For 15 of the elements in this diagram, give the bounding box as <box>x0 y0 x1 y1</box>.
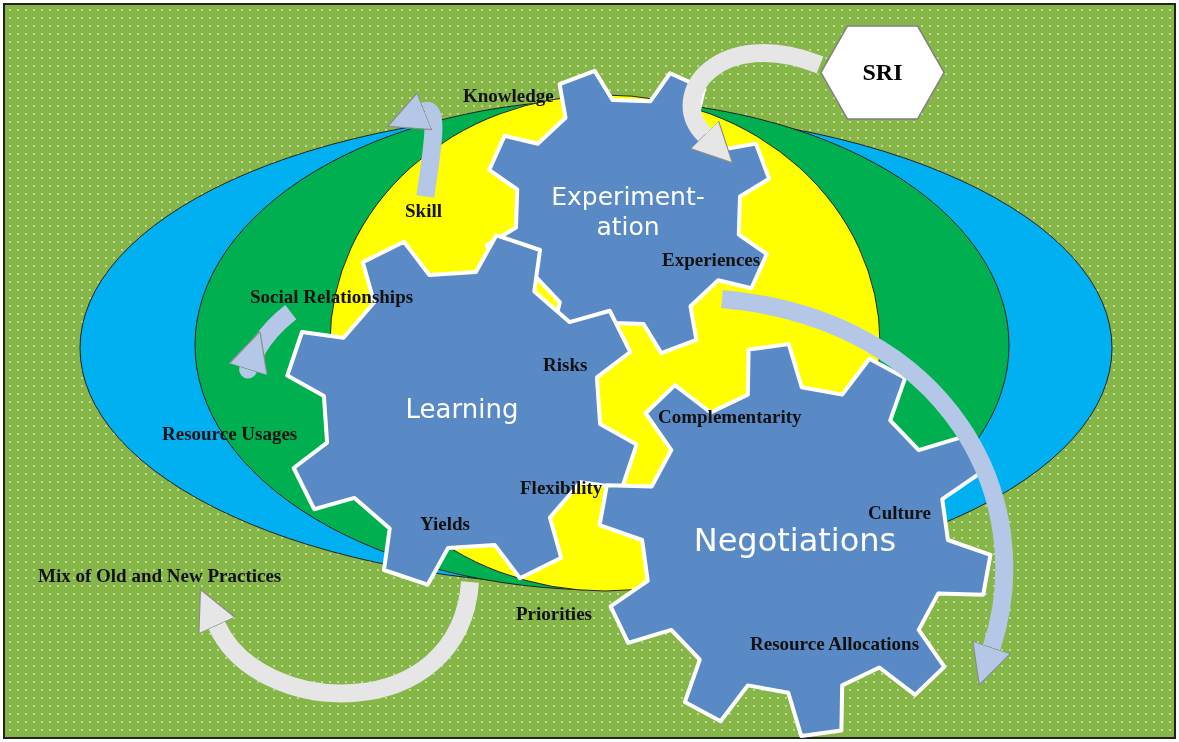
text-label: Risks <box>543 354 588 376</box>
curved-arrow <box>195 580 479 702</box>
concept-label: Knowledge <box>463 84 554 109</box>
concept-label: Social Relationships <box>250 285 414 310</box>
concept-label: Skill <box>405 199 442 224</box>
text-label: Priorities <box>516 603 592 625</box>
hexagon-label: SRI <box>862 59 903 86</box>
curved-arrow <box>720 290 1014 687</box>
text-label: Experiences <box>662 249 761 271</box>
gear-label: Learning <box>404 394 520 426</box>
gear-label: Experiment- ation <box>550 182 706 242</box>
text-label: Complementarity <box>658 406 802 428</box>
text-label: Yields <box>420 513 470 535</box>
concept-label: Mix of Old and New Practices <box>38 564 300 589</box>
text-label: Resource Allocations <box>750 633 920 655</box>
